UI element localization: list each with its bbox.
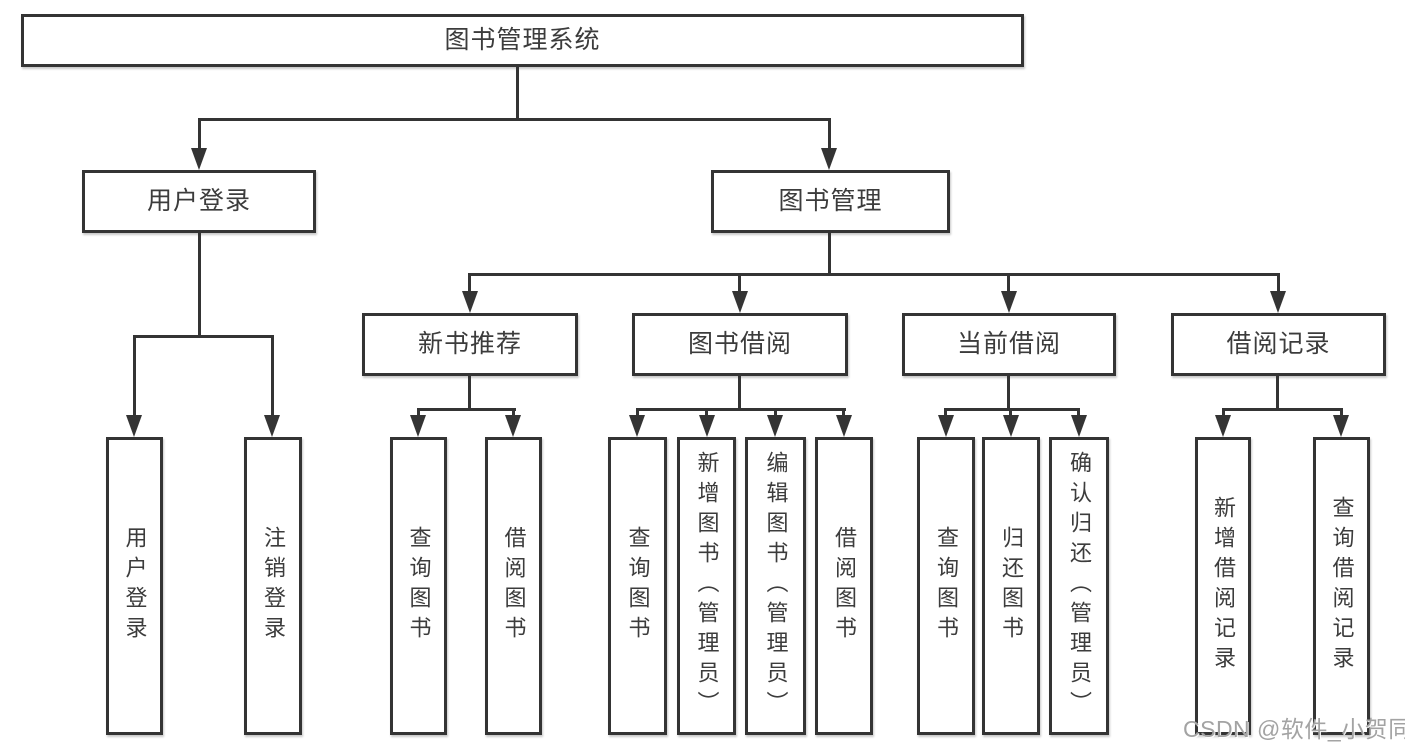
node-label: 用户登录 [122,526,148,646]
arrowhead-down [410,415,426,437]
connector-line-vertical [516,67,519,118]
arrowhead-down [1270,291,1286,313]
connector-line-vertical [1277,273,1280,291]
connector-line-vertical [468,376,471,408]
arrowhead-down [629,415,645,437]
leaf-edit-book-admin: 编辑图书（管理员） [745,437,806,735]
connector-line-horizontal [636,408,846,411]
leaf-borrow-books-recommend: 借阅图书 [485,437,542,735]
node-label: 用户登录 [146,187,251,215]
node-label: 图书借阅 [687,330,792,358]
arrowhead-down [699,415,715,437]
node-borrowing-records: 借阅记录 [1171,313,1386,376]
connector-line-vertical [1340,408,1343,417]
connector-line-vertical [1009,408,1012,417]
leaf-query-books-borrowing: 查询图书 [608,437,667,735]
arrowhead-down [264,415,280,437]
connector-line-vertical [1077,408,1080,417]
node-book-borrowing: 图书借阅 [632,313,848,376]
connector-line-vertical [417,408,420,417]
node-new-book-recommendation: 新书推荐 [362,313,578,376]
connector-line-horizontal [944,408,1080,411]
connector-line-horizontal [417,408,516,411]
arrowhead-down [505,415,521,437]
connector-line-vertical [198,233,201,335]
node-label: 借阅图书 [832,526,857,646]
connector-line-vertical [738,376,741,408]
node-label: 查询图书 [625,526,651,646]
arrowhead-down [1001,291,1017,313]
leaf-logout: 注销登录 [244,437,302,735]
connector-line-horizontal [468,273,1280,276]
arrowhead-down [1003,415,1019,437]
arrowhead-down [1333,415,1349,437]
node-user-login: 用户登录 [82,170,316,233]
connector-line-vertical [842,408,845,417]
arrowhead-down [732,291,748,313]
arrowhead-down [462,291,478,313]
arrowhead-down [1071,415,1087,437]
connector-line-vertical [828,118,831,148]
connector-line-horizontal [1222,408,1343,411]
connector-line-vertical [198,118,201,148]
connector-line-vertical [636,408,639,417]
connector-line-vertical [1222,408,1225,417]
connector-line-horizontal [198,118,831,121]
leaf-add-book-admin: 新增图书（管理员） [677,437,736,735]
node-label: 新书推荐 [417,330,522,358]
leaf-query-books-current: 查询图书 [917,437,975,735]
connector-line-horizontal [133,335,274,338]
node-label: 编辑图书（管理员） [763,451,789,721]
arrowhead-down [1215,415,1231,437]
connector-line-vertical [828,233,831,273]
connector-line-vertical [738,273,741,291]
leaf-borrow-books: 借阅图书 [815,437,873,735]
node-library-management-system: 图书管理系统 [21,14,1024,67]
node-label: 确认归还（管理员） [1067,451,1092,721]
node-label: 当前借阅 [956,330,1061,358]
connector-line-vertical [133,335,136,416]
leaf-return-books: 归还图书 [982,437,1040,735]
node-current-borrowing: 当前借阅 [902,313,1116,376]
node-label: 查询图书 [406,526,432,646]
node-label: 借阅记录 [1226,330,1331,358]
arrowhead-down [191,148,207,170]
node-label: 新增借阅记录 [1211,496,1236,676]
arrowhead-down [821,148,837,170]
leaf-query-borrow-record: 查询借阅记录 [1313,437,1370,735]
connector-line-vertical [271,335,274,416]
node-label: 注销登录 [261,526,286,646]
connector-line-vertical [1276,376,1279,408]
leaf-confirm-return-admin: 确认归还（管理员） [1049,437,1109,735]
connector-line-vertical [512,408,515,417]
connector-line-vertical [1007,376,1010,408]
arrowhead-down [836,415,852,437]
node-label: 图书管理系统 [444,26,601,54]
connector-line-vertical [1007,273,1010,291]
node-label: 新增图书（管理员） [694,451,720,721]
leaf-user-login: 用户登录 [106,437,163,735]
arrowhead-down [126,415,142,437]
connector-line-vertical [468,273,471,291]
node-label: 查询图书 [934,526,959,646]
leaf-add-borrow-record: 新增借阅记录 [1195,437,1251,735]
node-label: 查询借阅记录 [1329,496,1355,676]
node-label: 归还图书 [999,526,1024,646]
node-label: 图书管理 [778,187,883,215]
leaf-query-books-recommend: 查询图书 [390,437,447,735]
arrowhead-down [767,415,783,437]
connector-line-vertical [774,408,777,417]
node-label: 借阅图书 [501,526,527,646]
csdn-watermark: CSDN @软件_小贺同学 [1183,716,1405,742]
connector-line-vertical [705,408,708,417]
arrowhead-down [938,415,954,437]
node-book-management: 图书管理 [711,170,950,233]
connector-line-vertical [944,408,947,417]
